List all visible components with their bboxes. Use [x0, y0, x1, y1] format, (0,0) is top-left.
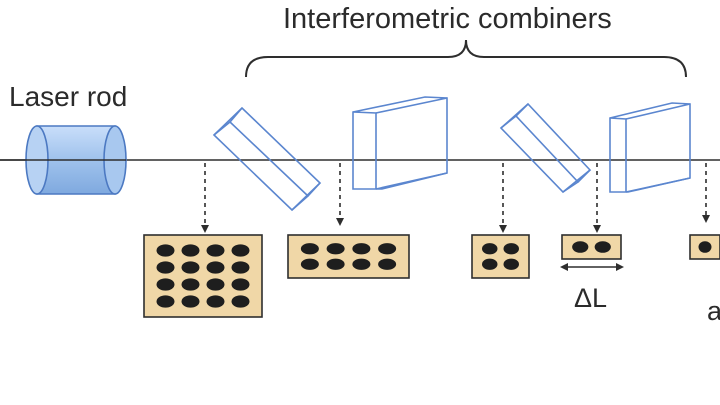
laser-spot	[231, 244, 250, 257]
laser-spot	[156, 244, 175, 257]
combiner-crystal-2-icon	[352, 96, 448, 190]
laser-spot	[181, 244, 200, 257]
spot-pattern-box	[287, 234, 410, 279]
combiner-brace	[245, 39, 687, 78]
laser-spot	[482, 243, 498, 255]
laser-spot	[181, 278, 200, 291]
laser-spot	[503, 243, 519, 255]
laser-spot	[482, 258, 498, 270]
laser-spot	[156, 261, 175, 274]
laser-spot	[181, 295, 200, 308]
laser-spot	[300, 243, 319, 255]
laser-spot	[326, 243, 345, 255]
laser-rod-icon	[0, 125, 127, 195]
spot-pattern-box	[471, 234, 530, 279]
spot-patterns	[143, 234, 720, 318]
laser-spot	[503, 258, 519, 270]
combiner-crystal-3-icon	[499, 102, 592, 194]
laser-spot	[698, 241, 712, 253]
laser-spot	[231, 278, 250, 291]
laser-spot	[378, 258, 397, 270]
delta-l-label: ΔL	[574, 283, 608, 313]
laser-spot	[206, 261, 225, 274]
laser-spot	[378, 243, 397, 255]
spot-pattern-4	[561, 234, 622, 260]
laser-spot	[156, 278, 175, 291]
spot-pattern-box	[689, 234, 720, 260]
laser-spot	[231, 261, 250, 274]
laser-spot	[206, 244, 225, 257]
laser-spot	[300, 258, 319, 270]
spot-pattern-2	[287, 234, 410, 279]
spot-pattern-1	[143, 234, 263, 318]
laser-spot	[156, 295, 175, 308]
laser-spot	[352, 258, 371, 270]
laser-spot	[572, 241, 589, 253]
output-arrows	[201, 163, 710, 233]
spot-pattern-5	[689, 234, 720, 260]
laser-spot	[206, 295, 225, 308]
laser-spot	[352, 243, 371, 255]
laser-spot	[231, 295, 250, 308]
spot-pattern-box	[561, 234, 622, 260]
laser-rod-label: Laser rod	[9, 81, 128, 112]
laser-spot	[594, 241, 611, 253]
laser-spot	[206, 278, 225, 291]
combiners-title: Interferometric combiners	[283, 3, 612, 35]
spot-pattern-3	[471, 234, 530, 279]
combiner-crystal-1-icon	[212, 106, 322, 212]
laser-spot	[181, 261, 200, 274]
combiner-crystal-4-icon	[609, 102, 691, 193]
laser-spot	[326, 258, 345, 270]
truncated-label: a	[707, 296, 720, 326]
